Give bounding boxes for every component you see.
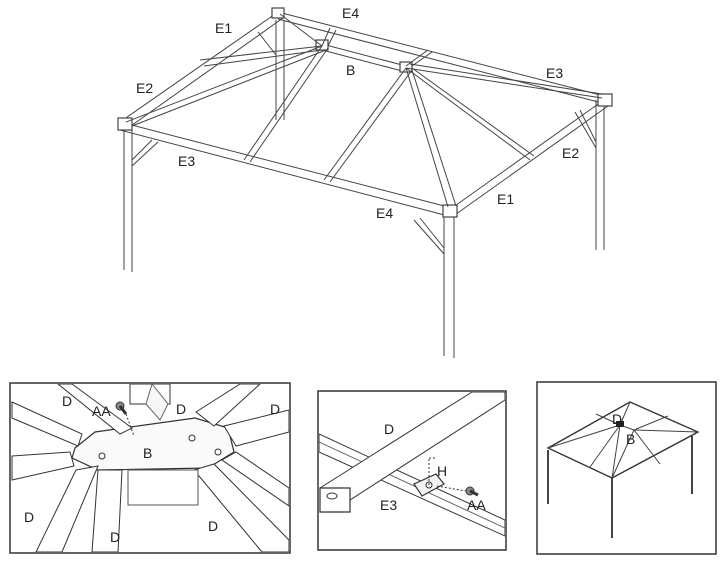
post-back-right <box>595 100 605 250</box>
overview-label-d: D <box>612 411 622 427</box>
post-back-left <box>275 20 285 120</box>
bracket-label-d: D <box>384 421 394 437</box>
post-front-right <box>443 215 455 358</box>
label-e2-left: E2 <box>136 80 153 96</box>
hub-label-d-top-mid: D <box>176 401 186 417</box>
detail-overview-panel: D B <box>536 381 717 555</box>
bolt-aa <box>115 401 135 437</box>
bracket-label-e3: E3 <box>380 497 397 513</box>
label-e4-top: E4 <box>342 5 359 21</box>
roof-rafters <box>125 13 603 208</box>
hub-label-d-bottom-right: D <box>208 518 218 534</box>
hub-label-b: B <box>143 445 152 461</box>
ridge-beam <box>315 39 413 73</box>
hub-label-d-bottom-mid: D <box>110 529 120 545</box>
overview-label-b: B <box>626 431 635 447</box>
post-front-left <box>123 128 133 272</box>
bracket-label-aa: AA <box>467 497 486 513</box>
label-e2-right: E2 <box>562 145 579 161</box>
perimeter-beams <box>119 11 609 218</box>
detail-hub-panel: D AA D D B D D D <box>9 382 291 554</box>
label-e3-left: E3 <box>178 153 195 169</box>
label-e1-front: E1 <box>497 191 514 207</box>
label-e4-front: E4 <box>376 205 393 221</box>
label-b-top: B <box>346 62 355 78</box>
corner-braces <box>131 31 597 255</box>
main-gazebo-drawing: E1 E4 B E2 E3 E3 E2 E1 E4 <box>117 5 613 358</box>
label-e1-top: E1 <box>215 20 232 36</box>
hub-label-d-top-left: D <box>62 393 72 409</box>
detail-bracket-panel: D H E3 AA <box>317 390 507 551</box>
label-e3-right: E3 <box>546 65 563 81</box>
hub-label-aa: AA <box>92 403 111 419</box>
hub-label-d-bottom-left: D <box>24 509 34 525</box>
bracket-bolt-aa <box>436 485 479 497</box>
hub-label-d-top-right: D <box>270 401 280 417</box>
bracket-label-h: H <box>437 463 447 479</box>
